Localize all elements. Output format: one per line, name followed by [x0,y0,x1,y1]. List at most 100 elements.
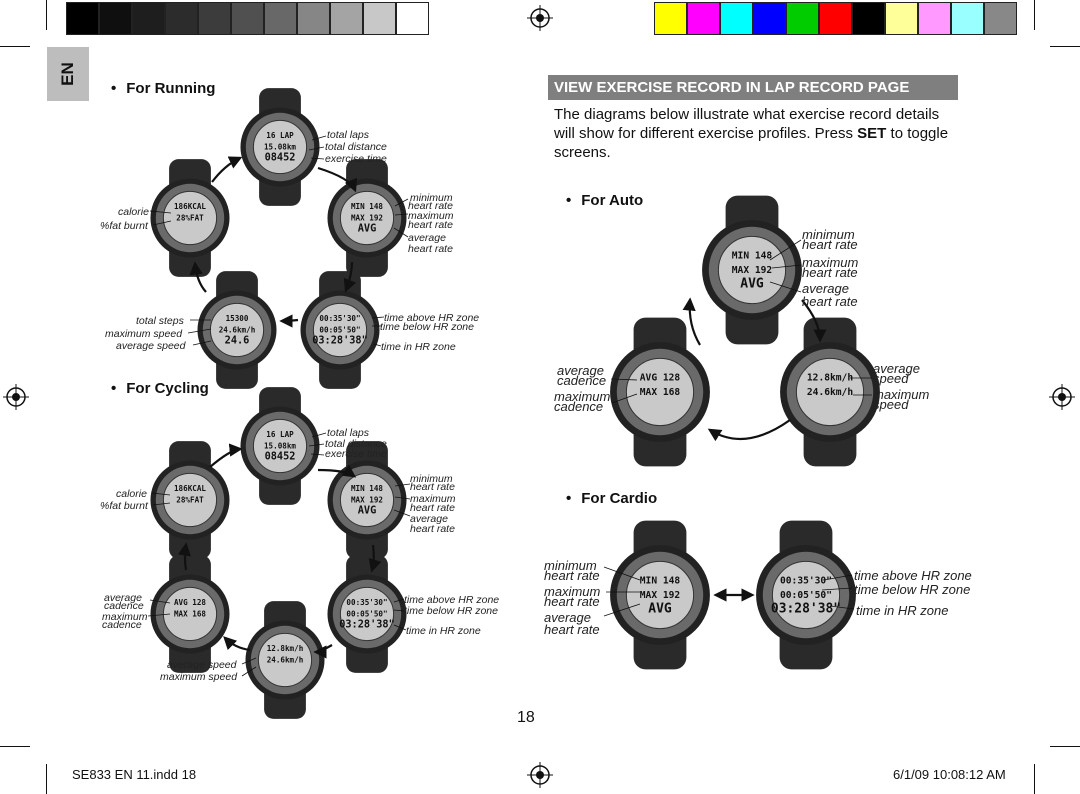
crop-mark [1050,746,1080,747]
leader-line [147,613,171,617]
cycling-maximum-speed-label: maximum speed [160,671,238,683]
watch-display-text: MAX 192 [640,590,680,601]
watch-display-text: MIN 148 [351,484,383,493]
running-fat-burnt-label: %fat burnt [100,220,148,232]
leader-line [771,264,802,269]
watch-display-text: AVG 128 [174,598,206,607]
auto-maximum-label: maximum [802,255,859,270]
watch-display-text: MAX 192 [351,213,383,222]
color-swatch [852,2,885,35]
running-total-laps-label: total laps [327,129,370,141]
leader-line [393,227,409,238]
watch-display-text: 28%FAT [176,495,204,504]
crop-mark [46,764,47,794]
flow-arrow [368,544,382,573]
cardio-max-heart-rate-label: heart rate [544,594,600,609]
flow-arrow [189,261,207,293]
cycling-time-above-label: time above HR zone [404,594,500,606]
watch-display-text: 00:05'50" [319,325,360,334]
auto-average-cadence-label: average [557,363,604,378]
cycling-time-below-label: time below HR zone [404,605,498,617]
crop-mark [1034,0,1035,30]
crop-mark [1034,764,1035,794]
leader-line [149,210,172,214]
leader-line [241,657,257,665]
color-swatch [654,2,687,35]
flow-arrow [707,419,791,442]
running-time-above-label: time above HR zone [384,312,480,324]
watch-display-text: 12.8km/h [807,372,853,383]
for-running-heading: For Running [111,80,215,97]
running-exercise-time-label: exercise time [325,153,387,165]
cardio-min-heart-rate-label: heart rate [544,568,600,583]
watch-display-text: 186KCAL [174,484,206,493]
running-min-heart-rate-label: heart rate [408,200,453,212]
running-avg-heart-rate-label: heart rate [408,243,453,255]
auto-average-speed-label: average [873,361,920,376]
section-banner: VIEW EXERCISE RECORD IN LAP RECORD PAGE [548,75,958,100]
cardio-time-below-label: time below HR zone [854,582,971,597]
auto-average-speed-label-2: speed [873,371,909,386]
watch-hr-zone-running: 00:35'30"00:05'50"03:28'38" [300,271,380,389]
watch-hr-zone-cardio: 00:35'30"00:05'50"03:28'38" [756,520,856,670]
watch-display-text: 24.6km/h [807,387,853,398]
watch-display-text: 00:35'30" [319,314,360,323]
leader-line [310,453,325,456]
leader-line [829,605,855,610]
color-swatch [951,2,984,35]
color-swatch [297,2,330,35]
auto-average-cadence-label-2: cadence [557,373,607,388]
auto-avg-heart-rate-label: heart rate [802,294,858,309]
watch-display-text: 186KCAL [174,202,206,211]
leader-line [610,378,638,381]
cardio-avg-heart-rate-label: heart rate [544,622,600,637]
cycling-maximum-cadence-label: maximum [102,611,148,623]
for-auto-heading: For Auto [566,192,643,209]
watch-display-text: 16 LAP [266,430,294,439]
color-swatch [687,2,720,35]
watch-display-text: 00:05'50" [346,609,387,618]
cycling-total-distance-label: total distance [325,438,387,450]
cardio-minimum-label: minimum [544,558,597,573]
color-swatch [99,2,132,35]
watch-display-text: 12.8km/h [267,644,304,653]
watch-display-text: MIN 148 [640,575,681,586]
leader-line [394,198,409,207]
registration-target-icon [527,5,553,31]
leader-line [241,666,257,677]
auto-average-label: average [802,281,849,296]
cycling-maximum-label: maximum [410,493,456,505]
leader-line [311,432,327,438]
cycling-average-cadence-label-2: cadence [104,600,144,612]
auto-maximum-cadence-label-2: cadence [554,399,604,414]
watch-display-text: 08452 [265,451,296,463]
watch-display-text: 28%FAT [176,213,204,222]
color-swatch [396,2,429,35]
cycling-average-label: average [410,513,448,525]
watch-display-text: 16 LAP [266,131,294,140]
color-swatch [720,2,753,35]
cardio-time-above-label: time above HR zone [854,568,972,583]
color-swatch [264,2,297,35]
watch-speed-auto: 12.8km/h 24.6km/h [780,317,880,467]
leader-line [393,598,405,603]
leader-line [603,603,641,617]
watch-speed-cycling: 12.8km/h24.6km/h [245,601,325,719]
cardio-average-label: average [544,610,591,625]
watch-display-text: 00:35'30" [780,575,832,586]
crop-mark [0,746,30,747]
watch-display-text: 24.6km/h [219,325,256,334]
flow-arrow [223,636,251,652]
auto-maximum-speed-label-2: speed [873,397,909,412]
leader-line [769,239,802,261]
color-swatch [984,2,1017,35]
color-swatch [132,2,165,35]
running-total-steps-label: total steps [136,315,184,327]
watch-display-text: AVG [358,223,377,235]
footer-file-info: SE833 EN 11.indd 18 [72,767,197,782]
